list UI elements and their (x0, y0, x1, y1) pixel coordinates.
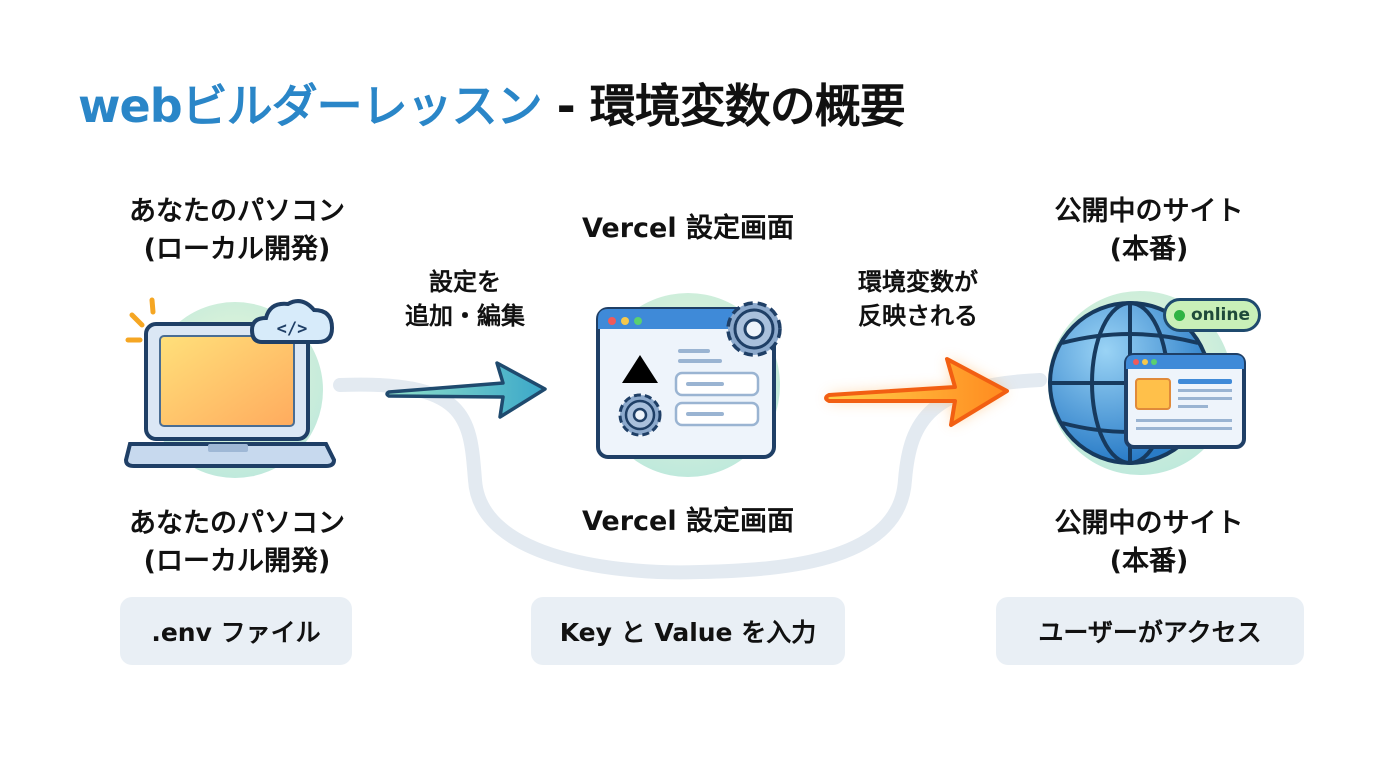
label-line: (ローカル開発) (143, 546, 331, 577)
production-top-label: 公開中のサイト (本番) (1055, 193, 1244, 269)
local-top-label: あなたのパソコン (ローカル開発) (129, 193, 345, 269)
gear-icon (726, 301, 782, 357)
label-line: あなたのパソコン (129, 196, 345, 227)
gear-icon (618, 393, 662, 437)
label-line: あなたのパソコン (129, 508, 345, 539)
arrow-add-edit (385, 361, 547, 419)
laptop-cloud-code-icon: </> (123, 297, 337, 478)
key-value-pill: Key と Value を入力 (531, 597, 845, 665)
label-line: (本番) (1109, 234, 1189, 265)
svg-text:</>: </> (277, 319, 308, 339)
label-line: 環境変数が (858, 268, 978, 296)
label-line: 追加・編集 (405, 302, 525, 330)
label-line: Vercel 設定画面 (581, 506, 795, 537)
user-access-pill: ユーザーがアクセス (996, 597, 1304, 665)
arrow2-label: 環境変数が 反映される (858, 265, 978, 333)
page-title: webビルダーレッスン - 環境変数の概要 (78, 70, 906, 136)
label-line: 反映される (858, 302, 978, 330)
label-line: 設定を (429, 268, 501, 296)
arrow-reflect (824, 357, 1009, 427)
globe-website-icon (1048, 291, 1246, 475)
arrow1-label: 設定を 追加・編集 (405, 265, 525, 333)
label-line: 公開中のサイト (1054, 196, 1244, 227)
label-line: (ローカル開発) (143, 234, 331, 265)
vercel-bottom-label: Vercel 設定画面 (582, 503, 794, 541)
production-bottom-label: 公開中のサイト (本番) (1055, 505, 1244, 581)
env-file-pill: .env ファイル (120, 597, 352, 665)
settings-window-icon (596, 293, 782, 477)
label-line: 公開中のサイト (1054, 508, 1244, 539)
vercel-logo-icon (622, 355, 658, 383)
online-text: online (1190, 305, 1251, 325)
title-accent: webビルダーレッスン (78, 79, 543, 133)
vercel-top-label: Vercel 設定画面 (582, 210, 794, 248)
online-dot-icon (1173, 309, 1185, 321)
online-badge: online (1163, 298, 1261, 332)
label-line: Vercel 設定画面 (581, 213, 795, 244)
title-rest: - 環境変数の概要 (541, 79, 906, 133)
local-bottom-label: あなたのパソコン (ローカル開発) (129, 505, 345, 581)
label-line: (本番) (1109, 546, 1189, 577)
